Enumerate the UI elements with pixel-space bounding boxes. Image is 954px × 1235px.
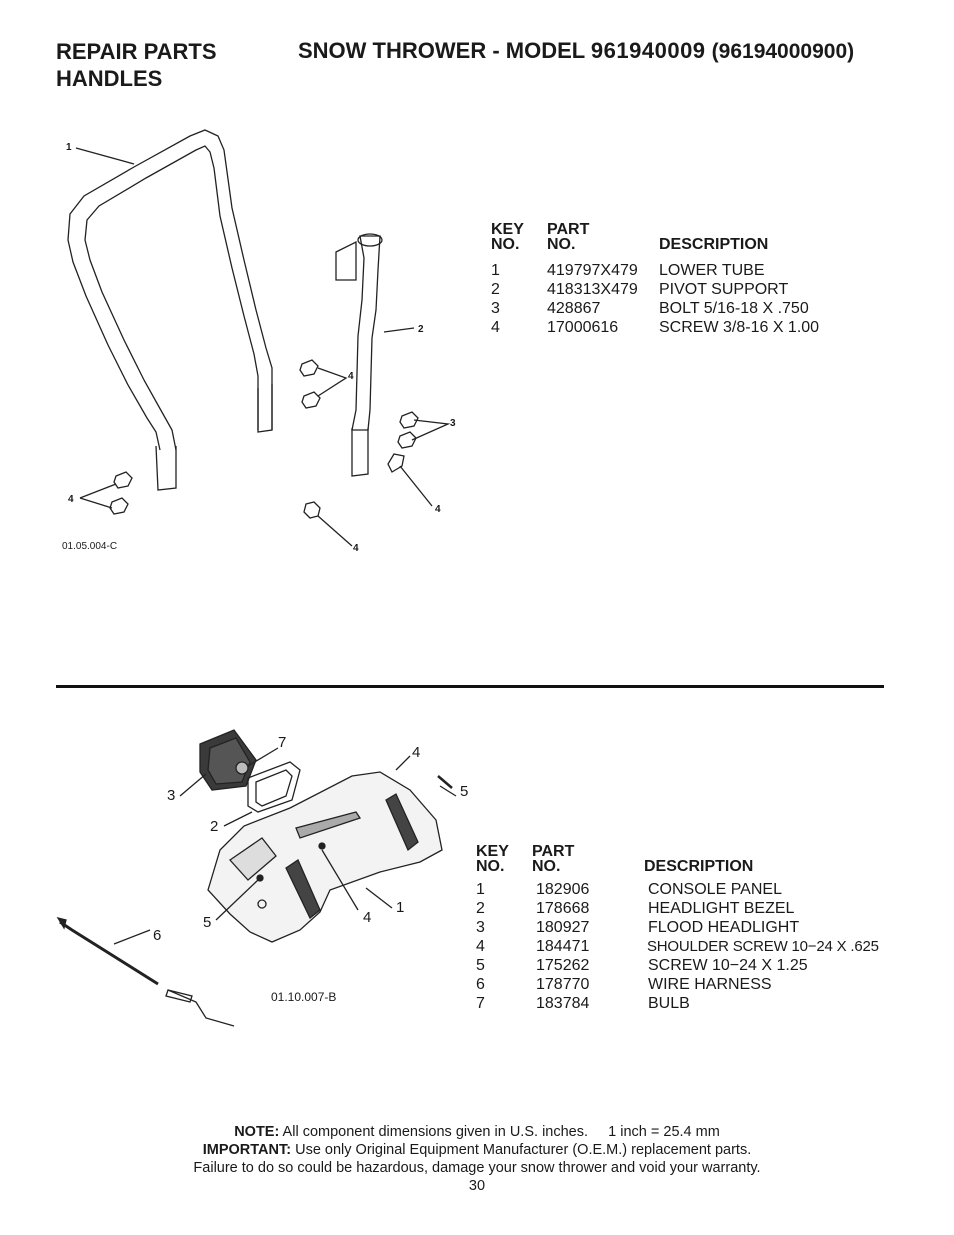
page-number: 30 <box>468 1178 486 1194</box>
callout-4a: 4 <box>348 371 354 382</box>
callout-4c: 4 <box>435 504 441 515</box>
handles-diagram <box>67 129 451 547</box>
callout-7: 7 <box>278 734 287 751</box>
model-title: SNOW THROWER - MODEL 961940009 (96194000… <box>298 38 854 64</box>
callout-5-top: 5 <box>460 783 469 800</box>
note-label: NOTE: <box>234 1124 280 1140</box>
subsection-title: HANDLES <box>56 66 163 91</box>
footer-warning: Failure to do so could be hazardous, dam… <box>193 1160 761 1176</box>
callout-2: 2 <box>418 324 424 335</box>
important-text: Use only Original Equipment Manufacturer… <box>295 1142 752 1158</box>
page-header-left: REPAIR PARTS HANDLES <box>56 38 217 92</box>
callout-4b: 4 <box>68 494 74 505</box>
callout-4-bottom: 4 <box>363 909 372 926</box>
callout-3: 3 <box>450 418 456 429</box>
col-desc-header: DESCRIPTION <box>644 858 754 875</box>
callout-2-bottom: 2 <box>210 818 219 835</box>
section-divider <box>56 685 884 688</box>
callout-1: 1 <box>66 142 72 153</box>
callout-4d: 4 <box>353 543 359 554</box>
col-key-header-2: NO. <box>491 236 520 253</box>
footer-important: IMPORTANT: Use only Original Equipment M… <box>0 1141 954 1159</box>
diagram2-ref: 01.10.007-B <box>271 990 337 1004</box>
section-title: REPAIR PARTS <box>56 39 217 64</box>
important-label: IMPORTANT: <box>202 1142 292 1158</box>
callout-1-bottom: 1 <box>396 899 405 916</box>
col-part-header-2: NO. <box>547 236 576 253</box>
footer-note: NOTE: All component dimensions given in … <box>0 1123 954 1141</box>
callout-6: 6 <box>153 927 162 944</box>
model-prefix: SNOW THROWER - MODEL <box>298 38 585 63</box>
col-key-header-1: KEY <box>476 843 509 860</box>
col-desc-header: DESCRIPTION <box>659 236 769 253</box>
parts-table-console: KEY NO. PART NO. DESCRIPTION 1 182906 CO… <box>476 843 879 1012</box>
note-text: All component dimensions given in U.S. i… <box>282 1124 589 1140</box>
callout-4-top: 4 <box>412 744 421 761</box>
col-part-header-1: PART <box>547 221 590 238</box>
col-part-header-1: PART <box>532 843 575 860</box>
col-key-header-1: KEY <box>491 221 524 238</box>
conversion-text: 1 inch = 25.4 mm <box>608 1124 720 1140</box>
callout-5-bottom: 5 <box>203 914 212 931</box>
model-alt-number: (96194000900) <box>711 40 855 63</box>
col-part-header-2: NO. <box>532 858 561 875</box>
model-number: 961940009 <box>590 38 706 63</box>
callout-3-bottom: 3 <box>167 787 176 804</box>
diagram1-ref: 01.05.004-C <box>62 541 118 552</box>
parts-table-handles: KEY NO. PART NO. DESCRIPTION 1 419797X47… <box>491 221 820 336</box>
col-key-header-2: NO. <box>476 858 505 875</box>
